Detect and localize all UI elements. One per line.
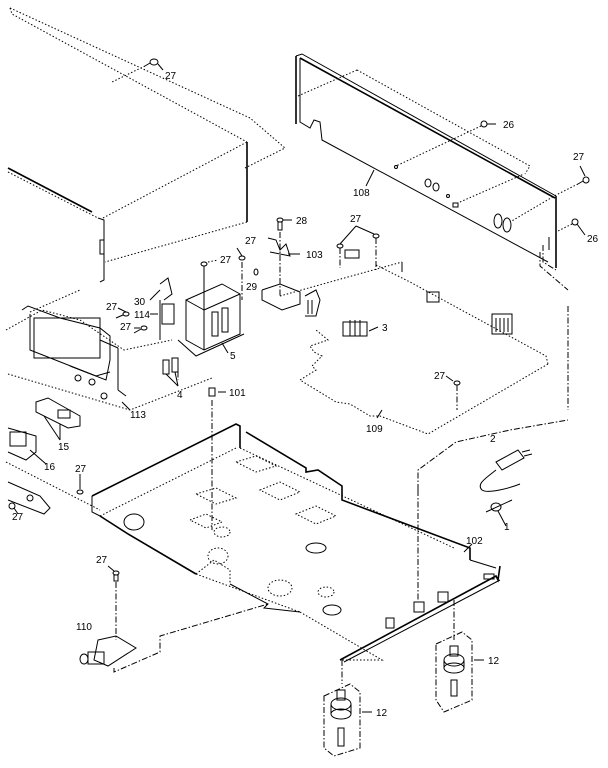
callout-27-rear-right: 27 bbox=[573, 152, 585, 163]
callout-108-rear-panel: 108 bbox=[353, 188, 370, 199]
rear-panel-screws bbox=[395, 120, 590, 236]
callout-2-power-plug: 2 bbox=[490, 434, 496, 445]
front-screws bbox=[115, 307, 148, 334]
callout-28-screw: 28 bbox=[296, 216, 308, 227]
callout-27-front-lower: 27 bbox=[75, 464, 87, 475]
top-cover bbox=[7, 7, 286, 283]
callout-113-front-bracket: 113 bbox=[130, 410, 146, 421]
callout-27-front-b: 27 bbox=[120, 322, 132, 333]
callout-16-jack: 16 bbox=[44, 462, 56, 473]
rear-panel bbox=[295, 53, 557, 271]
transformer bbox=[177, 247, 246, 357]
foot-right bbox=[435, 600, 484, 713]
callout-27-top-cover: 27 bbox=[165, 71, 177, 82]
callout-27-pcb-screws: 27 bbox=[350, 214, 362, 225]
foot-left bbox=[323, 660, 372, 757]
callout-3-connector: 3 bbox=[382, 323, 388, 334]
callout-114-bracket: 114 bbox=[134, 310, 150, 321]
callout-15-switch: 15 bbox=[58, 442, 70, 453]
callout-102-chassis: 102 bbox=[466, 536, 483, 547]
power-cord bbox=[479, 449, 533, 527]
callout-27-transformer-a: 27 bbox=[220, 255, 232, 266]
callout-27-front-lower-left: 27 bbox=[12, 512, 24, 523]
callout-27-pcb-corner: 27 bbox=[434, 371, 446, 382]
callout-12-foot-right: 12 bbox=[488, 656, 500, 667]
grommet-101 bbox=[208, 387, 226, 530]
callout-12-foot-left: 12 bbox=[376, 708, 388, 719]
callout-26-rear-upper: 26 bbox=[503, 120, 515, 131]
callout-5-transformer: 5 bbox=[230, 351, 236, 362]
callout-101-grommet: 101 bbox=[229, 388, 246, 399]
callout-27-transformer-b: 27 bbox=[245, 236, 257, 247]
callout-29-screw: 29 bbox=[246, 282, 258, 293]
top-cover-screw bbox=[111, 58, 164, 83]
clamp-bracket bbox=[149, 277, 179, 387]
callout-1-bushing: 1 bbox=[504, 522, 510, 533]
callout-27-front-a: 27 bbox=[106, 302, 118, 313]
front-bracket-113 bbox=[5, 289, 213, 411]
callout-110-jack-pcb: 110 bbox=[76, 622, 92, 633]
main-pcb bbox=[279, 249, 549, 435]
bracket-103 bbox=[253, 217, 301, 311]
callout-4-clamps: 4 bbox=[177, 390, 183, 401]
callout-26-rear-lower: 26 bbox=[587, 234, 599, 245]
front-lower-parts bbox=[7, 474, 84, 515]
switch-15 bbox=[35, 397, 81, 441]
callout-27-jack-pcb: 27 bbox=[96, 555, 108, 566]
chassis bbox=[91, 423, 501, 663]
jack-pcb-110 bbox=[79, 565, 269, 673]
callout-109-main-pcb: 109 bbox=[366, 424, 383, 435]
callout-103-bracket: 103 bbox=[306, 250, 323, 261]
jack-16 bbox=[5, 427, 101, 511]
pcb-screws bbox=[336, 225, 461, 410]
callout-30-clamp: 30 bbox=[134, 297, 146, 308]
